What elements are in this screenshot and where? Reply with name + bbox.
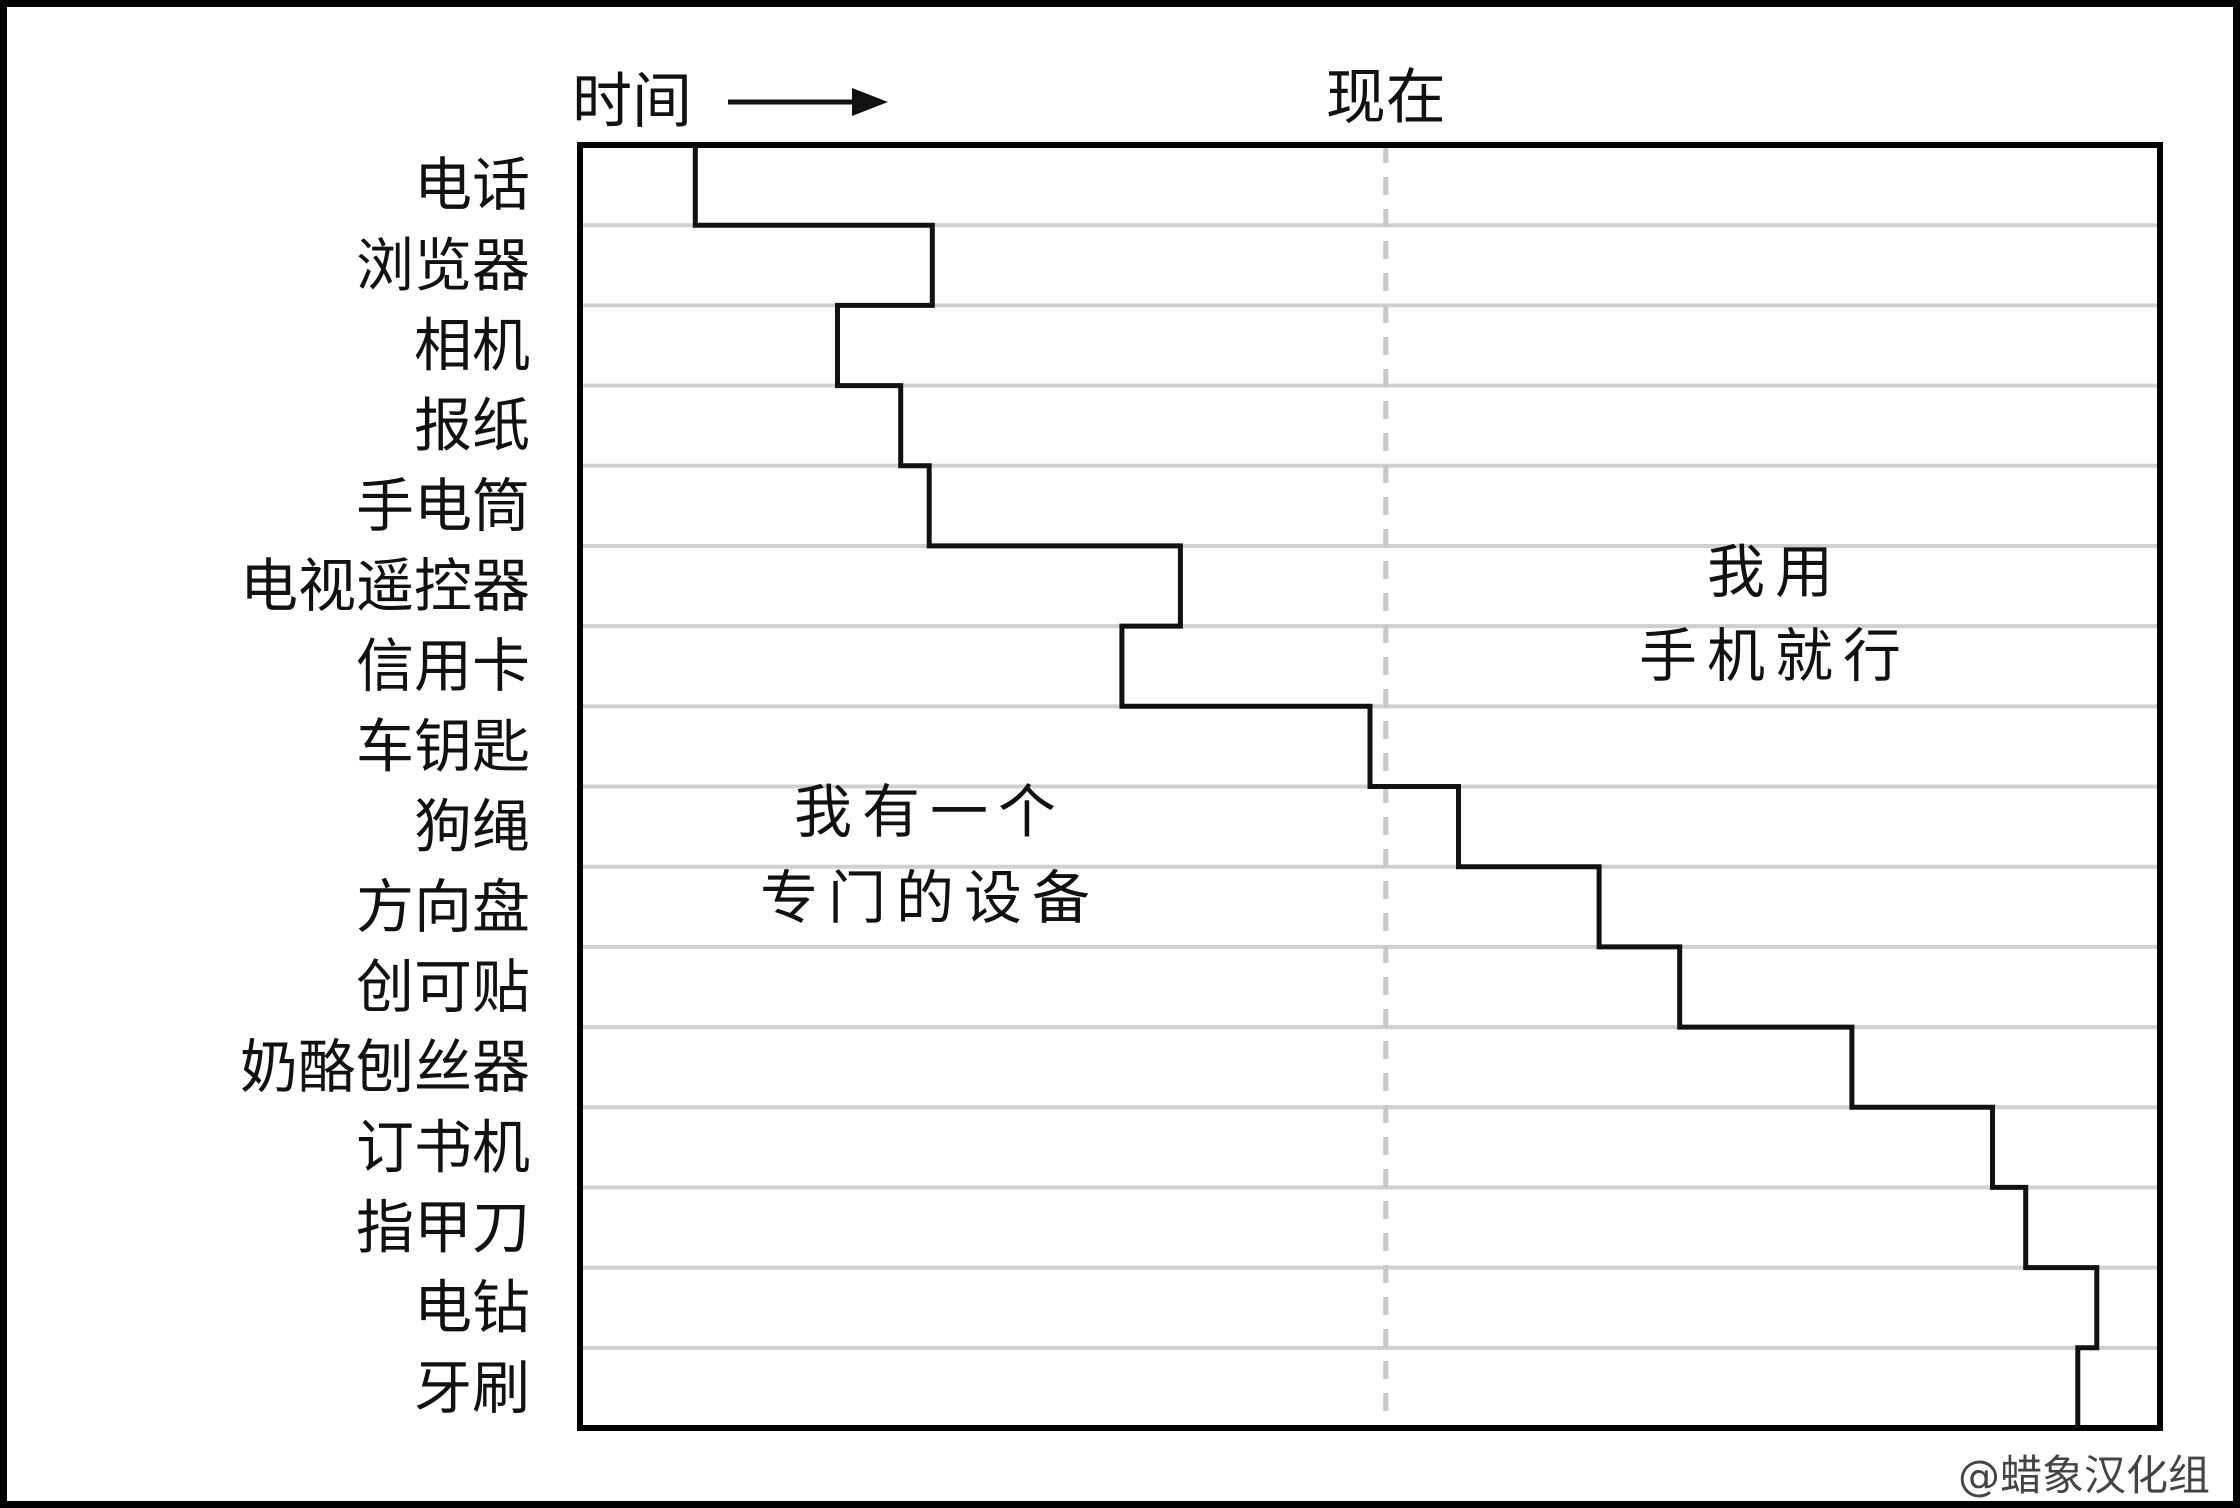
row-label: 电话 bbox=[414, 151, 530, 219]
row-label: 报纸 bbox=[414, 392, 530, 460]
row-labels: 电话浏览器相机报纸手电筒电视遥控器信用卡车钥匙狗绳方向盘创可贴奶酪刨丝器订书机指… bbox=[240, 151, 530, 1422]
row-label: 手电筒 bbox=[356, 472, 530, 540]
row-label: 方向盘 bbox=[356, 873, 530, 941]
row-label: 牙刷 bbox=[414, 1354, 530, 1422]
step-line bbox=[692, 145, 2100, 1428]
row-label: 相机 bbox=[414, 311, 530, 379]
axis-label-time: 时间 bbox=[572, 67, 692, 137]
annotation-left-line2: 专门的设备 bbox=[760, 864, 1100, 932]
plot-border bbox=[577, 142, 2163, 1431]
row-label: 电钻 bbox=[414, 1274, 530, 1342]
row-label: 创可贴 bbox=[356, 953, 530, 1021]
row-label: 订书机 bbox=[356, 1113, 530, 1181]
grid-lines bbox=[580, 223, 2160, 1350]
arrow-icon bbox=[728, 88, 888, 116]
row-label: 指甲刀 bbox=[356, 1194, 530, 1262]
annotation-right-line2: 手机就行 bbox=[1639, 622, 1911, 690]
row-label: 车钥匙 bbox=[356, 712, 530, 780]
axis-label-now: 现在 bbox=[1326, 63, 1446, 133]
row-label: 浏览器 bbox=[356, 231, 530, 299]
row-label: 信用卡 bbox=[356, 632, 530, 700]
annotation-right-line1: 我用 bbox=[1707, 538, 1843, 606]
annotation-left-line1: 我有一个 bbox=[794, 778, 1066, 846]
row-label: 电视遥控器 bbox=[240, 552, 530, 620]
credit-watermark: @蜡象汉化组 bbox=[1958, 1451, 2210, 1500]
row-label: 奶酪刨丝器 bbox=[240, 1033, 530, 1101]
row-label: 狗绳 bbox=[414, 793, 530, 861]
